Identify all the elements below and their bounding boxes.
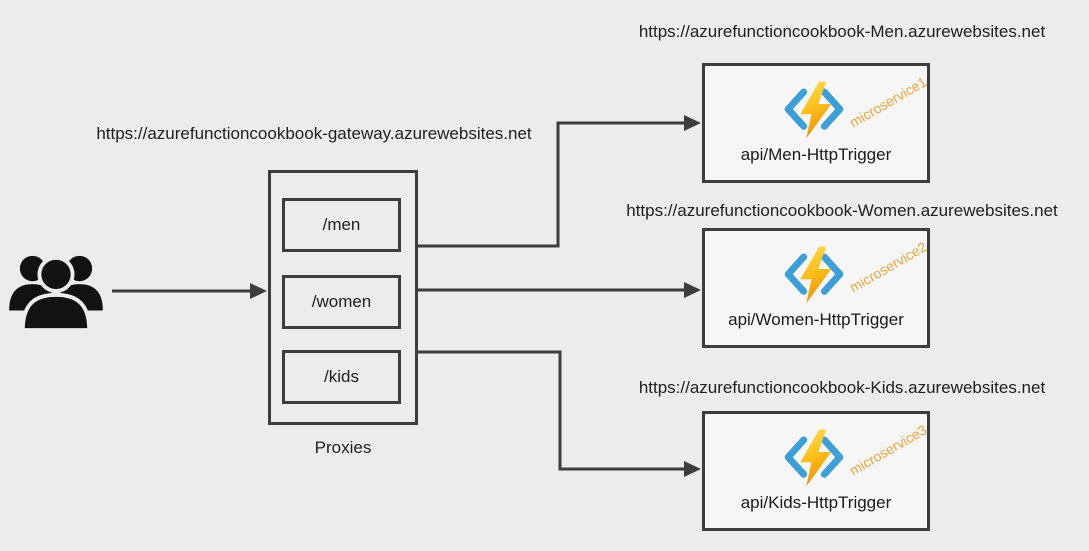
- route-men-label: /men: [322, 215, 361, 234]
- api-label-women: api/Women-HttpTrigger: [728, 310, 904, 329]
- service-box-men: microservice1 api/Men-HttpTrigger: [702, 63, 930, 183]
- microservice-tag: microservice3: [846, 421, 930, 479]
- arrow-proxies-to-women: [418, 282, 701, 298]
- api-label-kids: api/Kids-HttpTrigger: [740, 493, 892, 512]
- women-service-url-label: https://azurefunctioncookbook-Women.azur…: [626, 201, 1058, 220]
- gateway-url-label: https://azurefunctioncookbook-gateway.az…: [96, 124, 532, 143]
- azure-functions-icon: [784, 429, 844, 487]
- proxies-label: Proxies: [314, 438, 372, 457]
- proxies-box: /men /women /kids: [268, 170, 418, 425]
- route-women-box: /women: [282, 275, 401, 329]
- service-box-kids: microservice3 api/Kids-HttpTrigger: [702, 411, 930, 531]
- kids-service-url-label: https://azurefunctioncookbook-Kids.azure…: [638, 378, 1046, 397]
- route-kids-label: /kids: [324, 367, 359, 386]
- route-men-box: /men: [282, 198, 401, 252]
- arrow-users-to-proxies: [112, 283, 267, 299]
- microservice-tag: microservice1: [846, 73, 930, 131]
- route-kids-box: /kids: [282, 350, 401, 404]
- api-label-men: api/Men-HttpTrigger: [740, 145, 892, 164]
- azure-functions-icon: [784, 81, 844, 139]
- service-box-women: microservice2 api/Women-HttpTrigger: [702, 228, 930, 348]
- men-service-url-label: https://azurefunctioncookbook-Men.azurew…: [638, 22, 1046, 41]
- azure-functions-icon: [784, 246, 844, 304]
- microservice-tag: microservice2: [846, 238, 930, 296]
- route-women-label: /women: [311, 292, 372, 311]
- users-icon: [7, 248, 105, 332]
- arrow-proxies-to-kids: [418, 350, 701, 477]
